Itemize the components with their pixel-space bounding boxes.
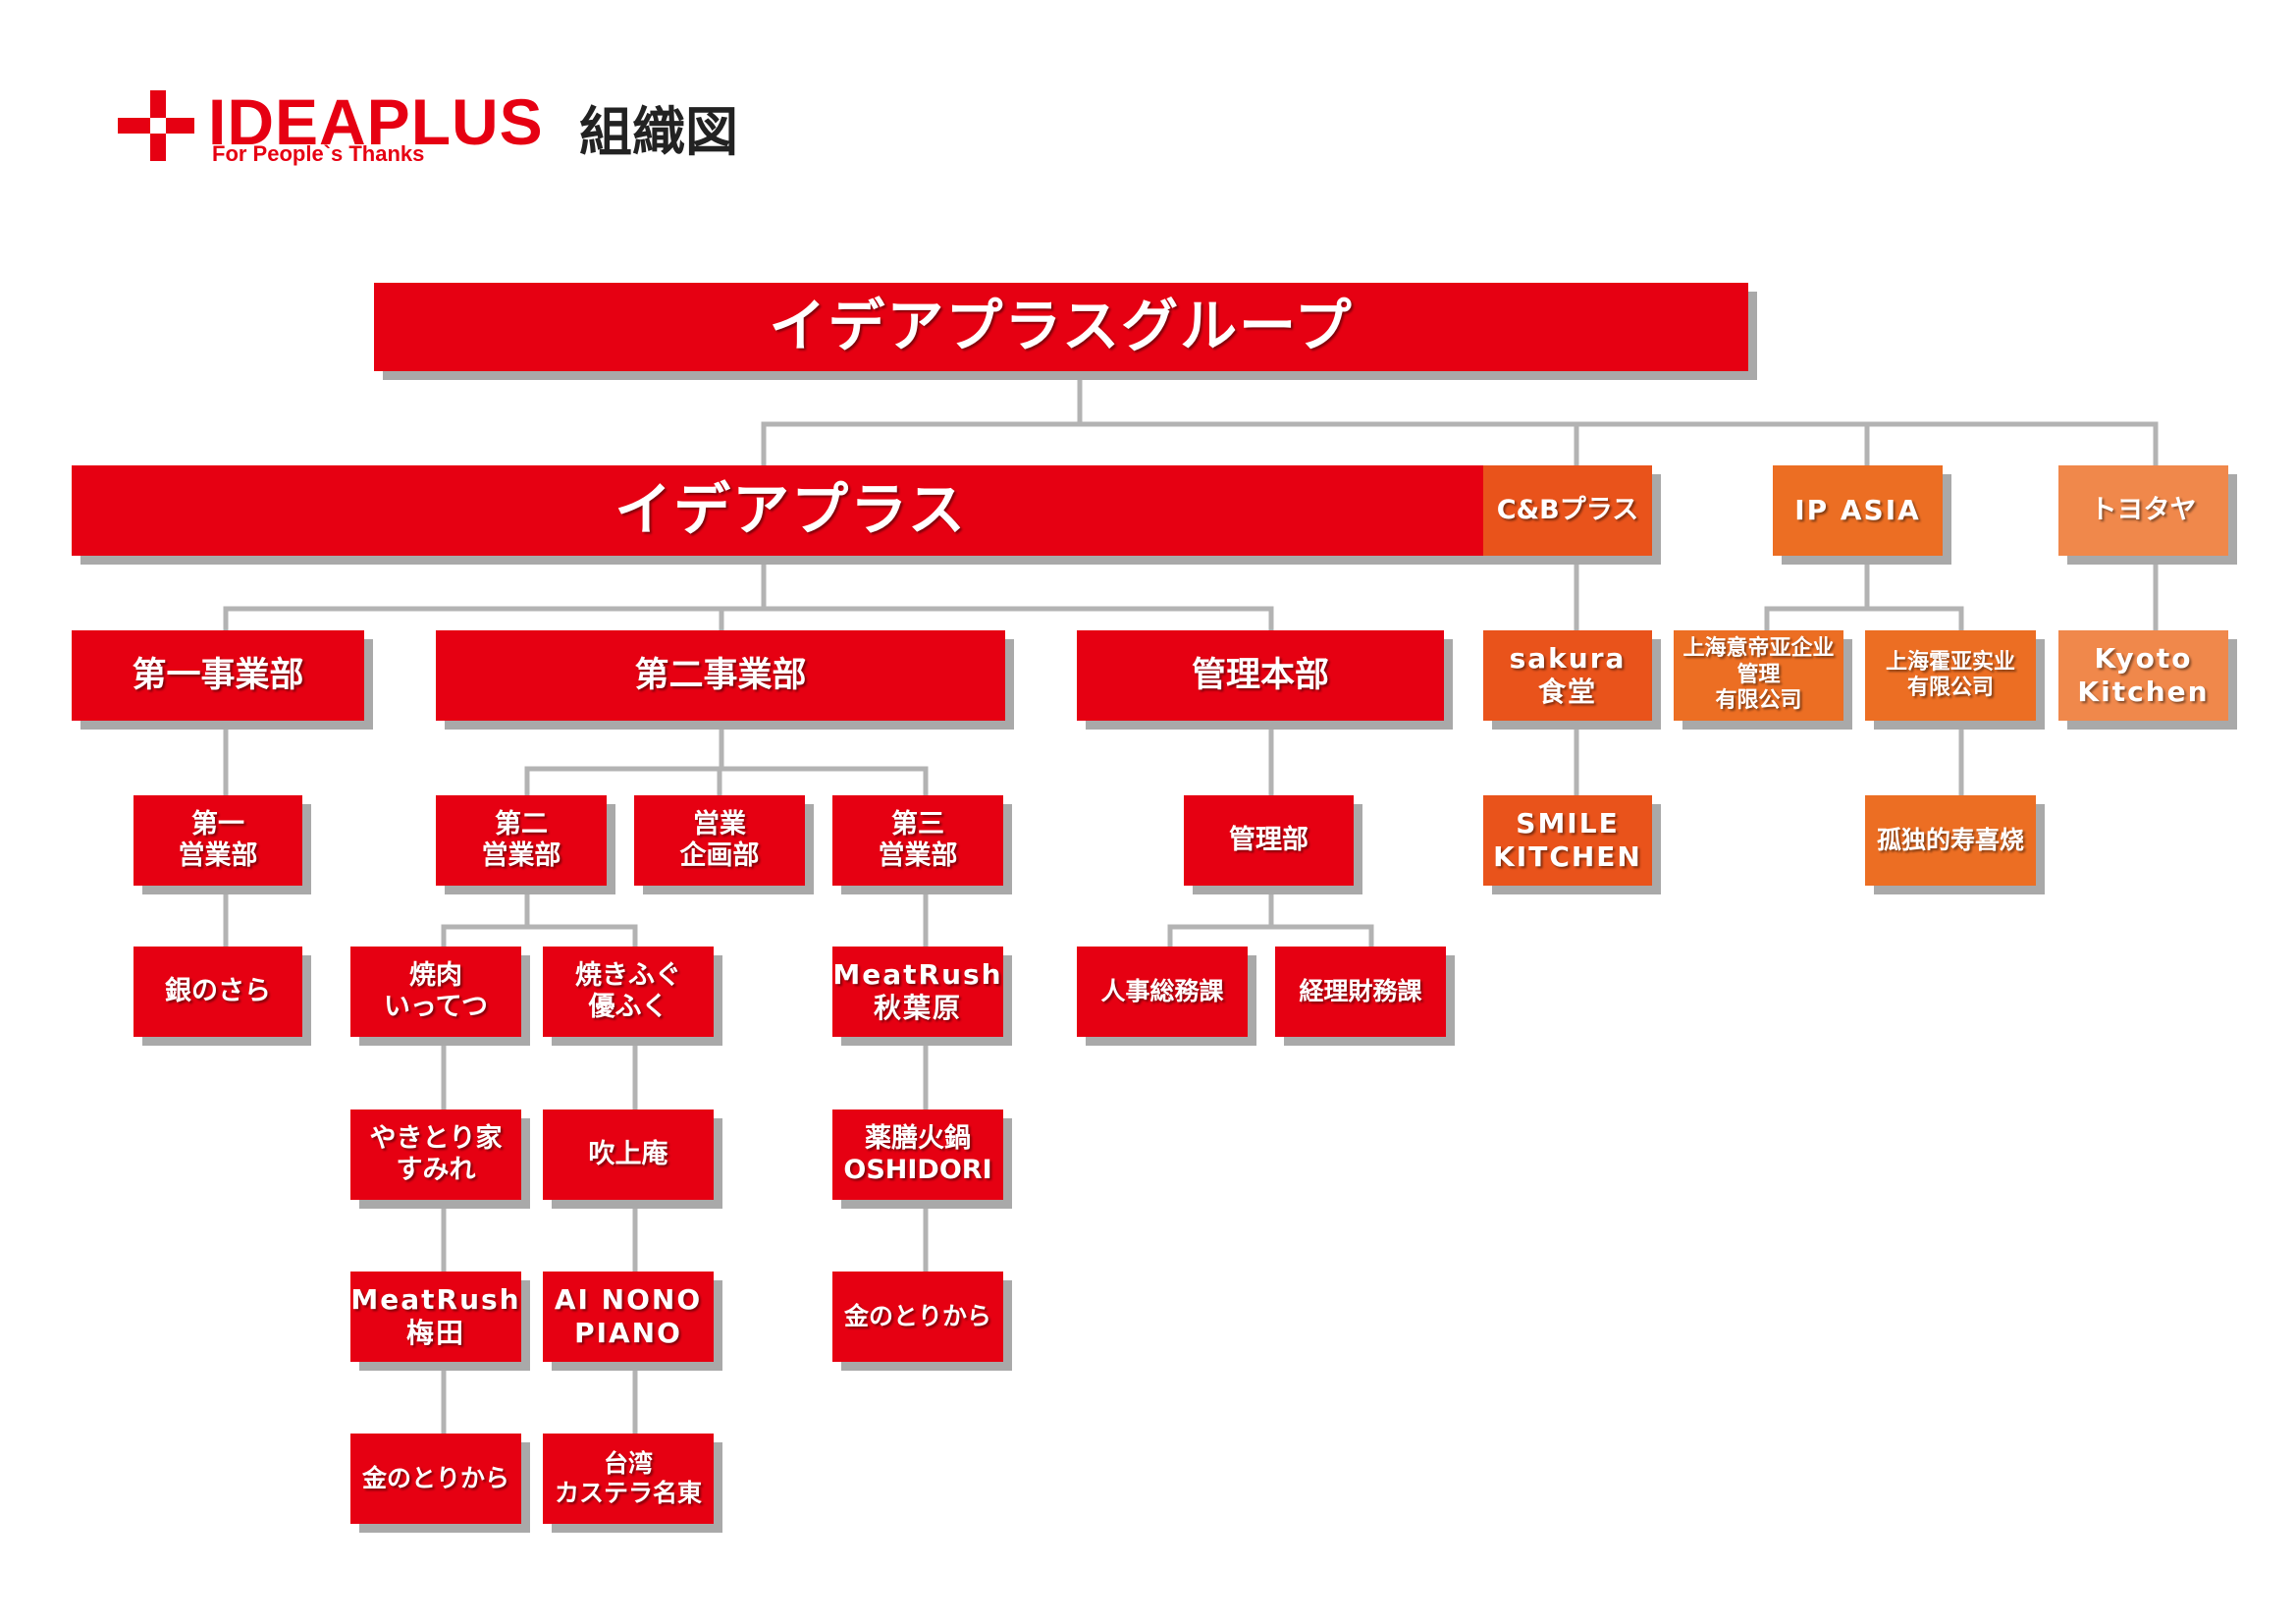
node-ideaplus-group: イデアプラスグループ [374,283,1748,371]
node-ip-asia: IP ASIA [1773,465,1943,556]
node-smile-kitchen: SMILE KITCHEN [1483,795,1652,886]
node-hr-general-affairs: 人事総務課 [1077,947,1248,1037]
logo-cross-center [150,118,166,134]
node-sales-1: 第一 営業部 [133,795,302,886]
company-logo: IDEAPLUS For People`s Thanks 組織図 [118,85,766,179]
node-yakuzen-oshidori: 薬膳火鍋 OSHIDORI [832,1110,1003,1200]
node-taiwan-castella: 台湾 カステラ名東 [543,1434,714,1524]
node-shanghai-yidiya: 上海意帝亚企业管理 有限公司 [1674,630,1843,721]
brand-name: IDEAPLUS [208,85,544,158]
node-admin-hq: 管理本部 [1077,630,1444,721]
node-kodoku-sukiyaki: 孤独的寿喜烧 [1865,795,2036,886]
node-admin-dept: 管理部 [1184,795,1354,886]
node-meatrush-umeda: MeatRush 梅田 [350,1272,521,1362]
node-fukiagean: 吹上庵 [543,1110,714,1200]
node-kin-no-torikara-2: 金のとりから [832,1272,1003,1362]
node-sales-3: 第三 営業部 [832,795,1003,886]
node-yakifugu-yufuku: 焼きふぐ 優ふく [543,947,714,1037]
node-sakura-shokudo: sakura 食堂 [1483,630,1652,721]
node-sales-planning: 営業 企画部 [634,795,805,886]
node-gin-no-sara: 銀のさら [133,947,302,1037]
node-division-1: 第一事業部 [72,630,364,721]
node-cb-plus: C&Bプラス [1483,465,1652,556]
node-kyoto-kitchen: Kyoto Kitchen [2058,630,2228,721]
node-yakitori-sumire: やきとり家 すみれ [350,1110,521,1200]
node-accounting-finance: 経理財務課 [1275,947,1446,1037]
node-division-2: 第二事業部 [436,630,1005,721]
node-shanghai-huoya: 上海霍亚实业 有限公司 [1865,630,2036,721]
node-sales-2: 第二 営業部 [436,795,607,886]
node-ideaplus: イデアプラス [72,465,1510,556]
node-kin-no-torikara-1: 金のとりから [350,1434,521,1524]
node-toyotaya: トヨタヤ [2058,465,2228,556]
page-title: 組織図 [579,101,738,163]
node-ai-nono-piano: AI NONO PIANO [543,1272,714,1362]
node-meatrush-akihabara: MeatRush 秋葉原 [832,947,1003,1037]
brand-tagline: For People`s Thanks [212,141,425,166]
node-yakiniku-ittetsu: 焼肉 いってつ [350,947,521,1037]
